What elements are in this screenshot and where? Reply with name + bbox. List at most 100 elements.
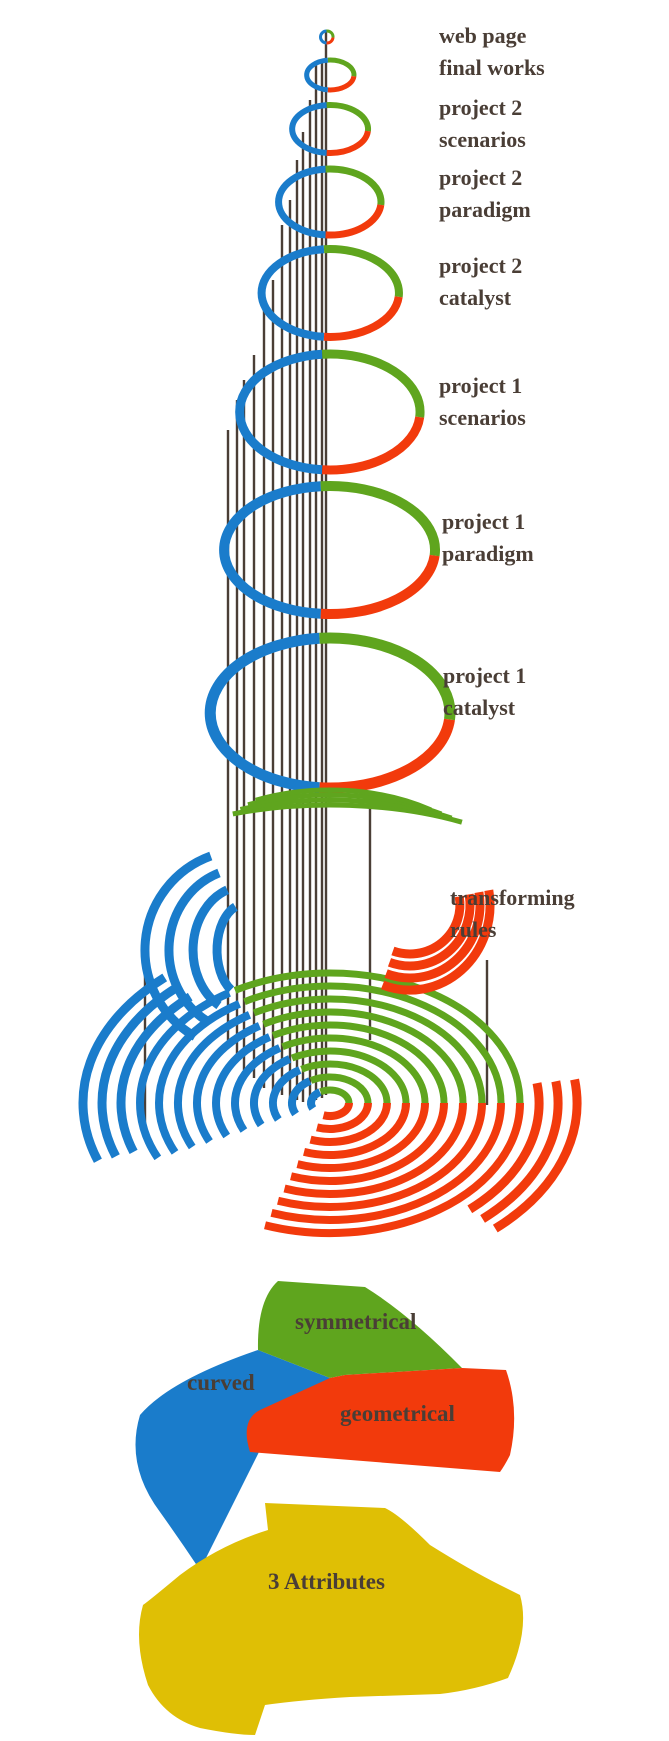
fan-arc-curved [97, 983, 180, 1159]
rules-arc-geometrical [380, 889, 495, 995]
stage-label-line1: project 2 [439, 95, 523, 120]
fan-arc-geometrical [283, 1102, 467, 1198]
stage-label-line1: project 2 [439, 253, 523, 278]
fan-arc-geometrical [264, 1102, 524, 1238]
stage-ring [204, 632, 456, 794]
fan-arc-curved [193, 1022, 262, 1144]
fan-arc-symmetrical [319, 1086, 353, 1104]
fan-arc-geometrical [309, 1102, 391, 1146]
fan-arc-geometrical [270, 1102, 505, 1224]
ring-segment [204, 632, 320, 794]
ring-segment [325, 165, 385, 206]
rules-arc-curved [188, 885, 230, 1010]
stage-ring [219, 480, 440, 620]
transforming-rules-arcs [140, 787, 495, 1041]
fan-arc-symmetrical [271, 1021, 448, 1104]
fan-arc-geometrical [467, 1082, 544, 1214]
stage-label-project2-paradigm: project 2 paradigm [439, 162, 531, 226]
ring-segment [275, 165, 326, 239]
stage-ring [235, 349, 425, 475]
ring-segment [235, 349, 323, 475]
fan-arc-curved [268, 1066, 302, 1122]
three-attributes-blob [139, 1503, 524, 1735]
ring-segment [325, 204, 385, 239]
ring-segment [304, 57, 329, 93]
ring-segment [326, 29, 335, 38]
stage-label-line1: project 1 [442, 509, 526, 534]
ring-segment [319, 718, 455, 794]
stage-label-line2: catalyst [443, 695, 516, 720]
stage-label-project2-catalyst: project 2 catalyst [439, 250, 522, 314]
attribute-label-geometrical: geometrical [340, 1401, 455, 1426]
stage-label-web-page: web page final works [439, 20, 545, 84]
rules-arc-curved [164, 868, 221, 1025]
ring-segment [319, 29, 327, 45]
ring-segment [320, 554, 440, 620]
fan-arc-geometrical [322, 1102, 353, 1120]
stage-label-project1-catalyst: project 1 catalyst [443, 660, 526, 724]
ring-segment [323, 245, 403, 298]
stage-label-project2-scenarios: project 2 scenarios [439, 92, 526, 156]
fan-arc-curved [78, 973, 168, 1163]
ring-segment [257, 245, 325, 341]
rules-arc-geometrical [384, 891, 485, 983]
stage-label-line1: transforming [450, 885, 575, 910]
base-label-three-attributes: 3 Attributes [268, 1569, 385, 1594]
fan-arc-geometrical [316, 1102, 372, 1133]
fan-arc-geometrical [277, 1102, 486, 1211]
rules-arc-curved [140, 851, 213, 1041]
stage-label-line2: paradigm [442, 541, 534, 566]
attributes-shape [135, 1281, 515, 1570]
rules-arc-geometrical [387, 893, 475, 971]
ring-segment [321, 349, 425, 418]
ring-segment [326, 130, 371, 156]
fan-arc-symmetrical [300, 1060, 391, 1104]
stage-label-project1-scenarios: project 1 scenarios [439, 370, 526, 434]
attribute-label-symmetrical: symmetrical [295, 1309, 417, 1334]
fan-arc-curved [231, 1044, 282, 1133]
stage-label-line2: scenarios [439, 405, 526, 430]
fan-arc-geometrical [303, 1102, 410, 1160]
stage-label-line1: project 1 [439, 373, 523, 398]
symmetrical-sector [257, 1281, 462, 1378]
fan-arc-curved [155, 1000, 241, 1155]
stage-label-line2: final works [439, 55, 545, 80]
ring-segment [327, 75, 357, 93]
stage-label-project1-paradigm: project 1 paradigm [442, 506, 534, 570]
ring-segment [219, 481, 322, 619]
stage-label-line1: project 1 [443, 663, 527, 688]
stage-label-transforming-rules: transforming rules [450, 882, 575, 946]
fan-arc-geometrical [290, 1102, 448, 1185]
stage-label-line2: scenarios [439, 127, 526, 152]
stage-label-line1: project 2 [439, 165, 523, 190]
concentric-fan [78, 969, 582, 1238]
ring-segment [321, 416, 425, 475]
stage-label-line1: web page [439, 23, 527, 48]
stage-ring [319, 29, 335, 45]
fan-arc-symmetrical [281, 1034, 429, 1104]
fan-arc-curved [249, 1055, 292, 1128]
ring-segment [289, 102, 327, 156]
attribute-label-curved: curved [187, 1370, 255, 1395]
stage-ring [257, 245, 403, 341]
stage-label-line2: catalyst [439, 285, 512, 310]
stage-rings [204, 29, 456, 794]
fan-arc-symmetrical [243, 982, 505, 1104]
rules-arc-curved [212, 902, 238, 994]
ring-segment [326, 102, 372, 132]
fan-arc-symmetrical [262, 1008, 467, 1104]
stage-ring [275, 165, 385, 239]
ring-segment [320, 480, 440, 557]
fan-arc-geometrical [296, 1102, 429, 1173]
fan-arc-curved [136, 989, 231, 1161]
stage-label-line2: paradigm [439, 197, 531, 222]
three-attributes-shape [139, 1503, 524, 1735]
ring-segment [323, 296, 403, 341]
ring-segment [326, 37, 335, 45]
rules-arc-geometrical [391, 895, 465, 959]
fan-arc-curved [212, 1033, 272, 1139]
fan-arc-symmetrical [290, 1047, 410, 1104]
ring-segment [319, 632, 456, 721]
stage-ring [304, 57, 357, 93]
